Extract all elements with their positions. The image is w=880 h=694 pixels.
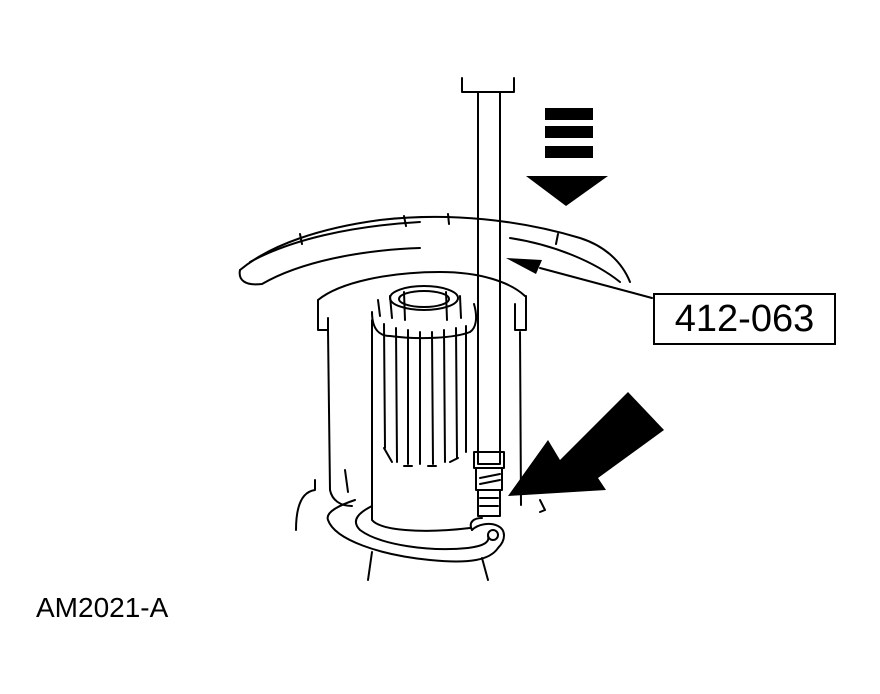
housing-rim	[238, 213, 631, 286]
splined-hub	[371, 285, 478, 532]
tool-leader-line	[539, 267, 653, 299]
base-legs	[367, 499, 546, 581]
pin-punch-tool	[461, 77, 515, 517]
tool-number-text: 412-063	[674, 297, 815, 340]
tool-number-label: 412-063	[653, 293, 836, 345]
pointer-arrow-icon	[508, 392, 664, 496]
drum-sleeve	[295, 271, 527, 531]
figure-id-label: AM2021-A	[36, 592, 169, 623]
snap-ring	[326, 499, 505, 563]
pointer-arrow-icon	[506, 258, 542, 274]
push-direction-arrow-icon	[526, 108, 608, 206]
